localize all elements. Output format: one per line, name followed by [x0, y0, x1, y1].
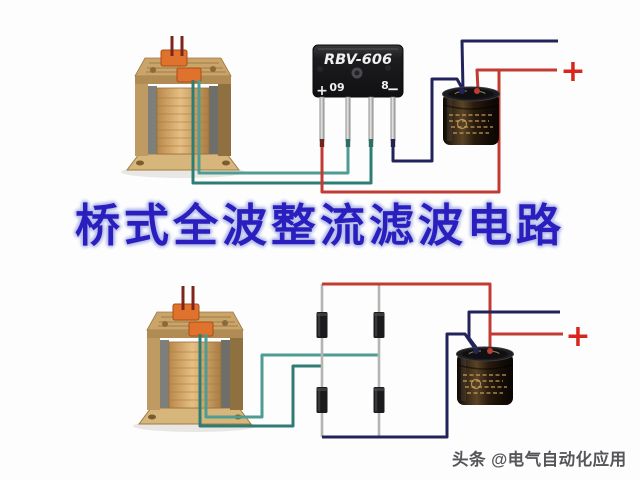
circuit-title: 桥式全波整流滤波电路 [74, 200, 565, 251]
bridge-pin-3 [368, 96, 374, 142]
bridge-pin-3-tip [368, 139, 374, 147]
capacitor-bottom-pos-terminal [487, 348, 493, 354]
bridge-pin-4 [390, 96, 396, 142]
wire-dc-plus-rail-bottom [322, 282, 492, 351]
transformer-bottom [138, 303, 252, 425]
bridge-dot-left [317, 66, 323, 72]
capacitor-top-pos-terminal [474, 88, 480, 94]
wire-dc-plus-output-top [475, 68, 557, 91]
bridge-mark-left: 09 [329, 81, 344, 94]
transformer-top [126, 49, 240, 171]
wire-dc-minus-from-bridge [391, 77, 465, 163]
bridge-dot-right [385, 65, 391, 71]
wire-secondary-b-top [191, 80, 373, 185]
diode-d3 [316, 387, 328, 413]
dc-plus-bottom: + [565, 319, 590, 354]
capacitor-top-neg-terminal [459, 88, 465, 94]
bridge-pin-2-tip [345, 139, 351, 147]
capacitor-bottom-neg-terminal [473, 348, 479, 354]
bridge-mark-right: 8 [381, 79, 389, 92]
bridge-plus-mark: + [316, 83, 328, 99]
wire-dc-minus-rail-bottom [322, 332, 478, 439]
diode-d1 [316, 312, 328, 338]
filter-capacitor-top [441, 86, 501, 146]
bridge-pin-1-tip [319, 139, 325, 147]
wire-secondary-a-bottom [204, 334, 378, 419]
wire-dc-minus-output-bottom [467, 310, 560, 351]
bridge-pin-1 [319, 96, 325, 142]
wire-dc-minus-output-top [460, 39, 558, 91]
bridge-pins [319, 96, 396, 147]
top-circuit: RBV-606 09 8 + − [126, 36, 586, 194]
filter-capacitor-bottom [455, 346, 515, 406]
diode-d4 [373, 387, 385, 413]
dc-plus-top: + [560, 54, 585, 89]
bridge-rectifier-module: RBV-606 09 8 + − [312, 44, 404, 147]
bridge-pin-2 [345, 96, 351, 142]
wire-secondary-b-bottom [198, 334, 321, 428]
bridge-minus-mark: − [387, 80, 400, 98]
bridge-center-hole-inner [354, 70, 360, 76]
bridge-pin-4-tip [390, 139, 396, 147]
diode-bridge [316, 312, 385, 413]
bridge-model-label: RBV-606 [324, 52, 392, 68]
watermark: 头条 @电气自动化应用 [452, 451, 627, 469]
diode-d2 [373, 312, 385, 338]
bottom-circuit: + [138, 282, 591, 439]
wire-secondary-a-top [197, 80, 350, 175]
